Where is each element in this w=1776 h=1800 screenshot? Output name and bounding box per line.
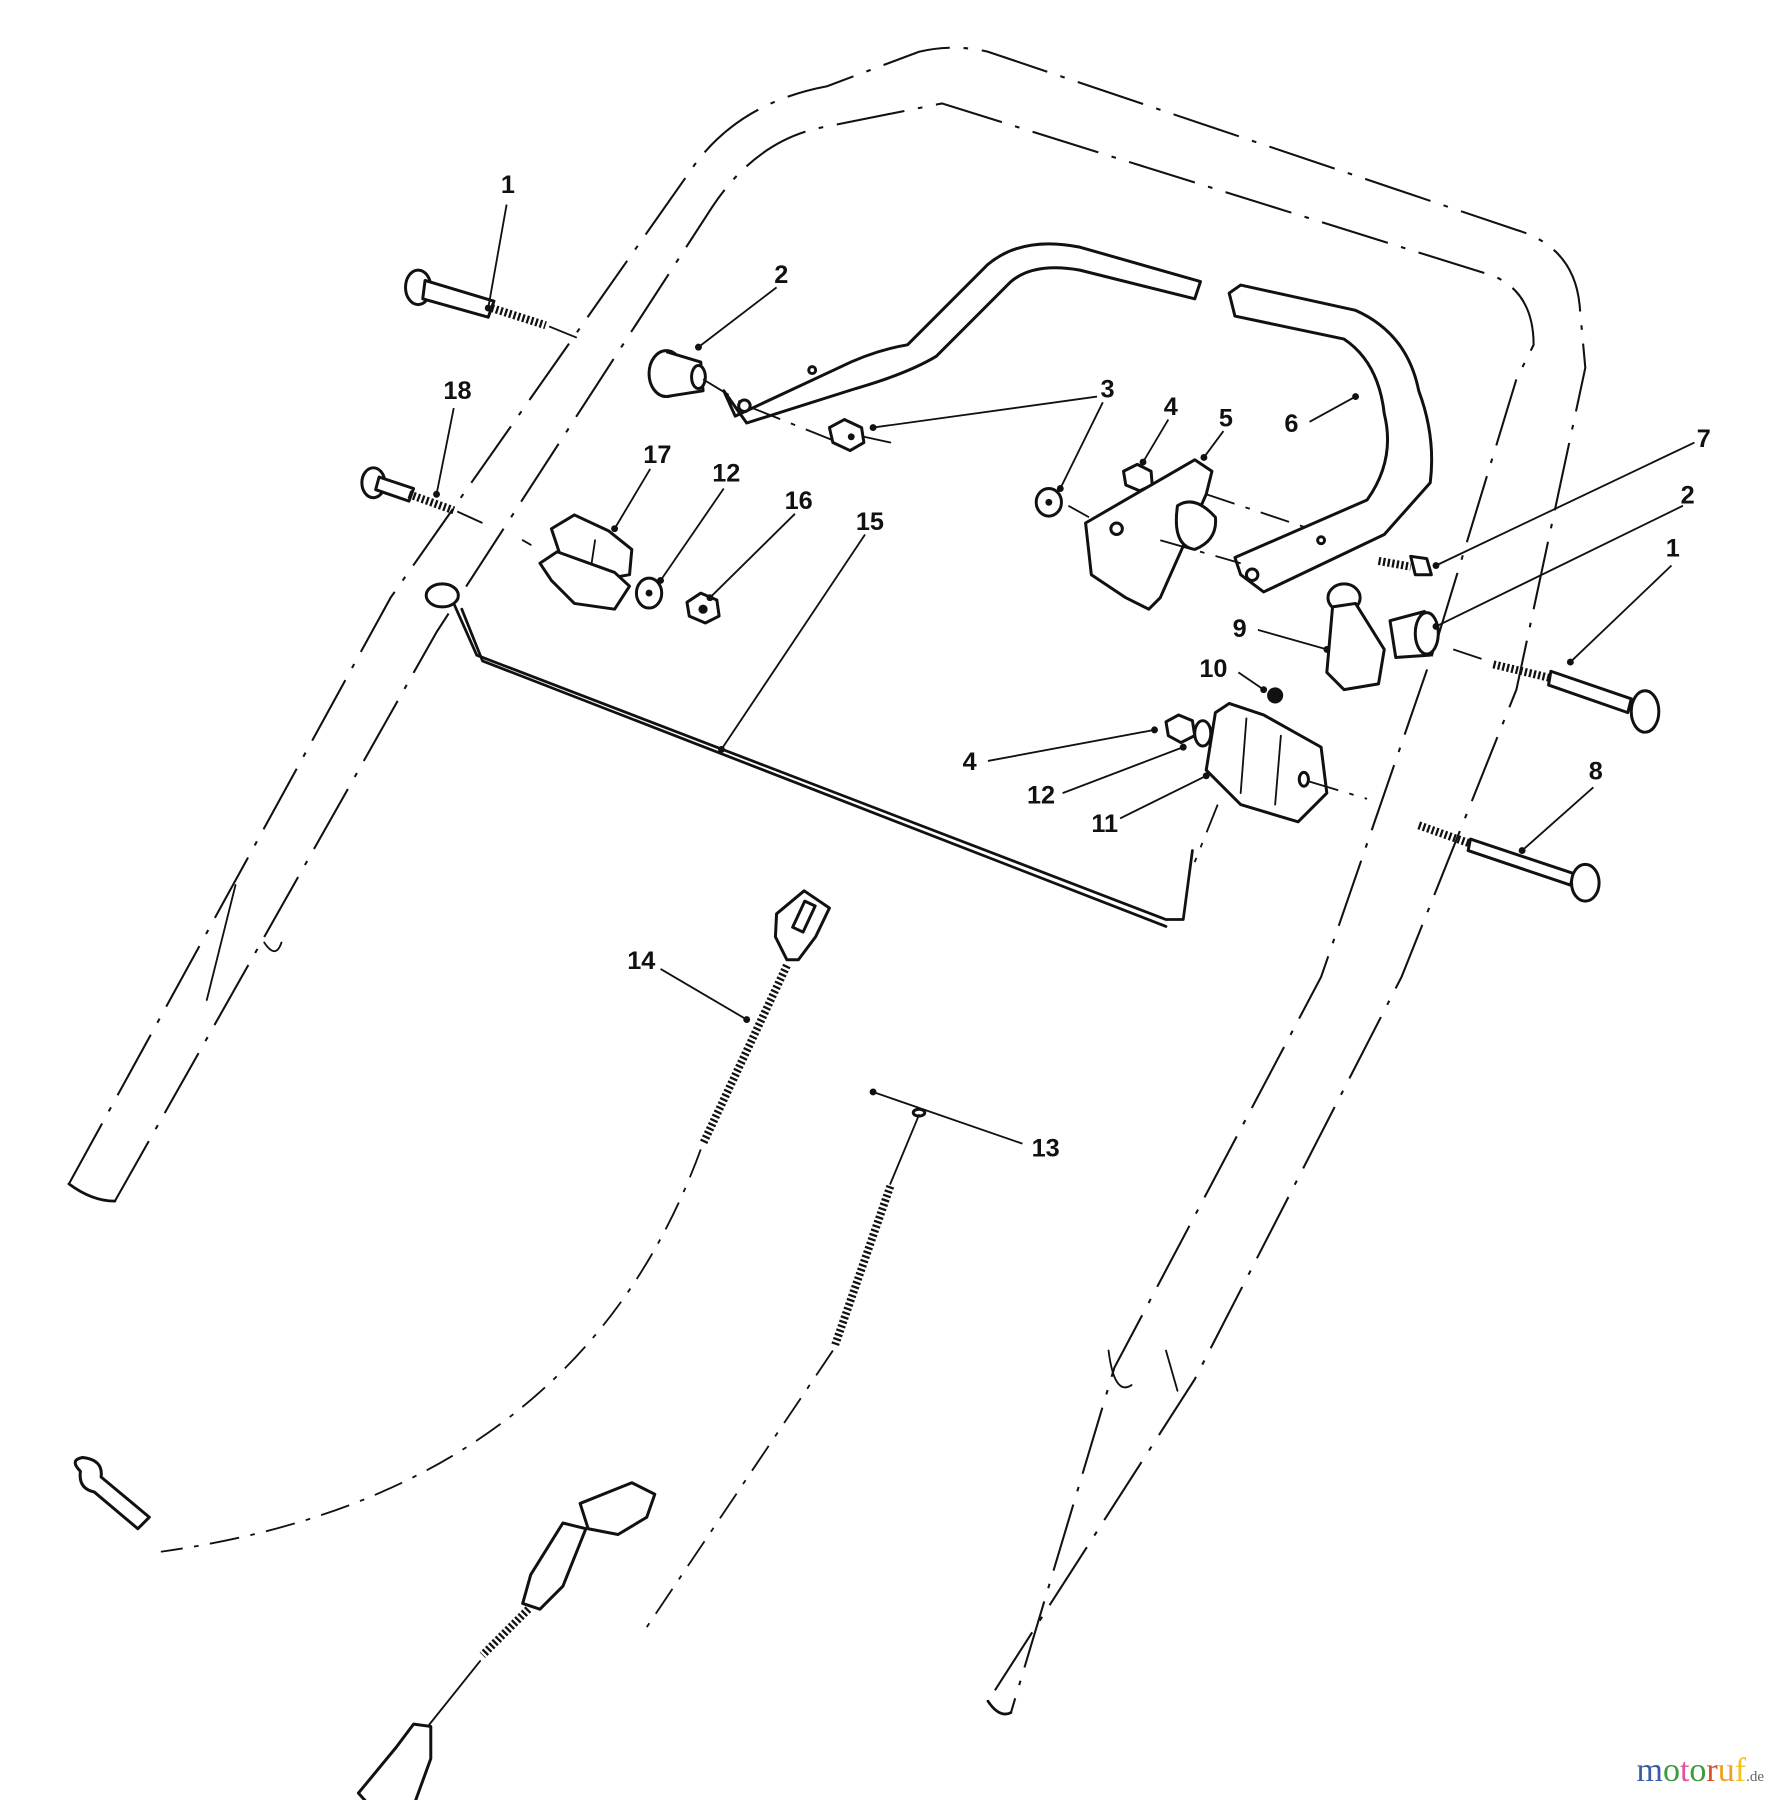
callout-2-right: 2 — [1681, 481, 1695, 509]
nut-3 — [827, 418, 892, 453]
main-handle-frame — [67, 46, 1587, 1716]
callout-2-left: 2 — [774, 261, 788, 289]
callout-16: 16 — [785, 487, 813, 515]
callout-15: 15 — [856, 508, 884, 536]
logo-letter: r — [1706, 1752, 1718, 1789]
callout-4-lower: 4 — [963, 748, 977, 776]
bracket-11 — [1193, 701, 1368, 863]
logo-letter: m — [1636, 1752, 1663, 1789]
bolt-7 — [1377, 554, 1433, 577]
leader-lines — [433, 204, 1695, 1145]
callout-14: 14 — [627, 947, 655, 975]
callout-10: 10 — [1199, 655, 1227, 683]
bolt-8 — [1417, 821, 1601, 903]
plate-5 — [1067, 458, 1310, 611]
nut-4-lower — [1164, 713, 1197, 745]
pivot-bushing-left — [647, 349, 839, 444]
rod-15 — [424, 582, 1194, 928]
callout-5: 5 — [1219, 404, 1233, 432]
nut-3-right — [1034, 487, 1063, 518]
callout-3: 3 — [1101, 376, 1115, 404]
bracket-17 — [521, 513, 634, 611]
nut-16 — [685, 591, 721, 625]
logo-letter: o — [1689, 1752, 1707, 1789]
logo-letter: u — [1717, 1752, 1735, 1789]
pivot-bushing-right — [1388, 609, 1440, 659]
callout-labels: 1 2 18 3 4 5 6 7 17 12 16 15 2 1 9 10 4 … — [443, 171, 1710, 1162]
logo-suffix: .de — [1746, 1769, 1764, 1785]
traction-bail — [722, 242, 1434, 594]
callout-8: 8 — [1589, 757, 1603, 785]
callout-1-right: 1 — [1666, 534, 1680, 562]
callout-4-upper: 4 — [1164, 393, 1178, 421]
cable-14 — [73, 889, 831, 1553]
washer-12-right — [1193, 719, 1213, 748]
nut-10 — [1267, 687, 1284, 704]
callout-12-left: 12 — [712, 460, 740, 488]
callout-6: 6 — [1284, 410, 1298, 438]
bolt-1-right — [1452, 648, 1661, 734]
callout-9: 9 — [1233, 615, 1247, 643]
cable-13 — [356, 1107, 927, 1800]
logo-letter: o — [1662, 1752, 1680, 1789]
logo-letter: f — [1734, 1752, 1747, 1789]
washer-12-left — [634, 576, 664, 610]
callout-13: 13 — [1032, 1134, 1060, 1162]
logo-letter: t — [1679, 1752, 1690, 1789]
motoruf-logo: motoruf.de — [1637, 1752, 1764, 1790]
callout-1-left: 1 — [501, 171, 515, 199]
callout-7: 7 — [1697, 425, 1711, 453]
control-lever-9 — [1325, 582, 1386, 692]
bolt-18 — [360, 466, 483, 524]
callout-11: 11 — [1091, 810, 1118, 838]
callout-17: 17 — [643, 441, 671, 469]
callout-12-right: 12 — [1027, 781, 1055, 809]
callout-18: 18 — [443, 377, 471, 405]
bolt-1-left — [404, 268, 587, 343]
